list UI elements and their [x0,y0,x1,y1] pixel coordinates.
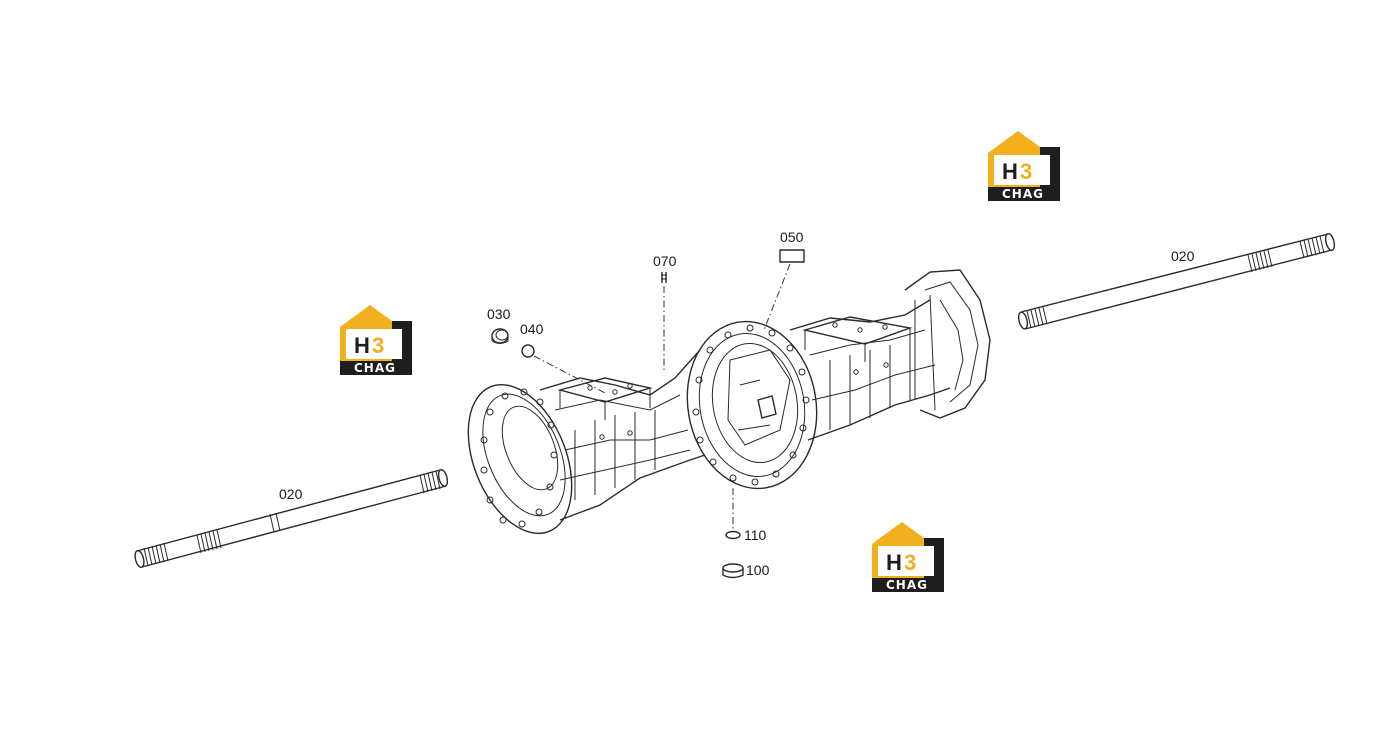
spline-left-inner [419,470,441,494]
part-050-plate: 050 [779,229,805,263]
svg-text:H: H [1002,159,1018,184]
axle-shaft-left: 020 [134,469,449,568]
spline-right-mid [1247,249,1273,273]
watermark-logo-left: H 3 CHAG [340,305,412,375]
part-040-o-ring: 040 [520,321,544,358]
diff-bolt-holes [692,324,810,486]
callout-100: 100 [746,562,770,578]
axle-shaft-right: 020 [1017,232,1336,330]
spline-left-end [143,542,169,567]
callout-020-left: 020 [279,486,303,502]
watermark-logo-bottom: H 3 CHAG [872,522,944,592]
svg-text:CHAG: CHAG [886,578,928,592]
flange-bolt-holes-left [480,388,558,528]
leader-050 [763,263,791,331]
callout-050: 050 [780,229,804,245]
watermark-logo-top-right: H 3 CHAG [988,131,1060,201]
part-070-breather: 070 [653,253,677,283]
spline-right-inner [1026,306,1048,329]
svg-text:H: H [354,333,370,358]
spline-right-end [1299,235,1325,259]
svg-text:3: 3 [1020,159,1032,184]
callout-030: 030 [487,306,511,322]
leader-040 [533,355,606,394]
svg-text:3: 3 [904,550,916,575]
callout-110: 110 [744,527,767,543]
spline-left-mid [196,529,222,554]
part-030-plug: 030 [487,306,511,344]
part-110-o-ring: 110 [725,527,767,543]
svg-text:H: H [886,550,902,575]
callout-070: 070 [653,253,677,269]
axle-housing [467,269,991,535]
svg-text:3: 3 [372,333,384,358]
callout-020-right: 020 [1171,248,1195,264]
callout-040: 040 [520,321,544,337]
svg-text:CHAG: CHAG [1002,187,1044,201]
part-100-plug: 100 [722,562,770,579]
svg-text:CHAG: CHAG [354,361,396,375]
